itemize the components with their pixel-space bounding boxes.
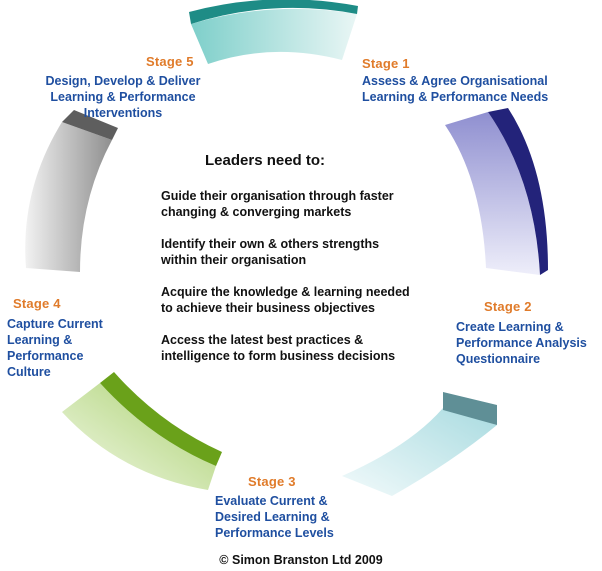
center-point-4: Access the latest best practices & intel…	[161, 332, 395, 364]
segment-lower-right-face	[342, 408, 497, 496]
center-point-2: Identify their own & others strengths wi…	[161, 236, 379, 268]
stage-3-label: Stage 3	[248, 474, 296, 489]
stage-4-line-4: Culture	[7, 365, 51, 379]
center-point-1: Guide their organisation through faster …	[161, 188, 394, 220]
center-point-3-line-2: to achieve their business objectives	[161, 301, 375, 315]
stage-1-description: Assess & Agree Organisational Learning &…	[362, 73, 548, 105]
stage-2-line-1: Create Learning &	[456, 320, 564, 334]
segment-lower-left-edge	[100, 372, 222, 466]
stage-2-line-3: Questionnaire	[456, 352, 541, 366]
stage-4-line-1: Capture Current	[7, 317, 103, 331]
stage-5-line-3: Interventions	[83, 106, 163, 120]
segment-top-edge	[189, 0, 358, 24]
segment-left	[25, 110, 118, 272]
stage-3-line-2: Desired Learning &	[215, 510, 330, 524]
center-point-2-line-1: Identify their own & others strengths	[161, 237, 380, 251]
stage-4-description: Capture Current Learning & Performance C…	[7, 316, 103, 380]
center-point-3: Acquire the knowledge & learning needed …	[161, 284, 410, 316]
segment-lower-left	[62, 372, 222, 490]
segment-lower-right-cap	[443, 392, 497, 425]
segment-right-face	[445, 112, 540, 275]
segment-right	[445, 108, 548, 275]
segment-top	[189, 0, 358, 64]
stage-4-line-3: Performance	[7, 349, 84, 363]
stage-2-label: Stage 2	[484, 299, 532, 314]
stage-1-line-1: Assess & Agree Organisational	[362, 74, 548, 88]
stage-2-description: Create Learning & Performance Analysis Q…	[456, 319, 587, 367]
stage-4-line-2: Learning &	[7, 333, 73, 347]
center-point-1-line-2: changing & converging markets	[161, 205, 352, 219]
stage-3-description: Evaluate Current & Desired Learning & Pe…	[215, 493, 334, 541]
segment-lower-right	[342, 392, 497, 496]
center-point-1-line-1: Guide their organisation through faster	[161, 189, 394, 203]
segment-top-face	[191, 8, 357, 64]
center-title: Leaders need to:	[205, 152, 326, 169]
center-point-4-line-2: intelligence to form business decisions	[161, 349, 396, 363]
segment-left-face	[25, 122, 112, 272]
stage-5-label: Stage 5	[146, 54, 194, 69]
stage-5-line-1: Design, Develop & Deliver	[45, 74, 201, 88]
segment-lower-left-face	[62, 383, 216, 490]
stage-2-line-2: Performance Analysis	[456, 336, 587, 350]
copyright-notice: © Simon Branston Ltd 2009	[219, 553, 383, 567]
stage-1-label: Stage 1	[362, 56, 410, 71]
stage-3-line-1: Evaluate Current &	[215, 494, 328, 508]
segment-right-edge	[488, 108, 548, 275]
stage-3-line-3: Performance Levels	[215, 526, 334, 540]
stage-5-description: Design, Develop & Deliver Learning & Per…	[38, 73, 208, 121]
stage-5-line-2: Learning & Performance	[50, 90, 196, 104]
stage-1-line-2: Learning & Performance Needs	[362, 90, 549, 104]
center-point-4-line-1: Access the latest best practices &	[161, 333, 364, 347]
center-point-2-line-2: within their organisation	[161, 253, 307, 267]
segment-left-cap	[62, 110, 118, 140]
stage-4-label: Stage 4	[13, 296, 61, 311]
center-point-3-line-1: Acquire the knowledge & learning needed	[161, 285, 410, 299]
